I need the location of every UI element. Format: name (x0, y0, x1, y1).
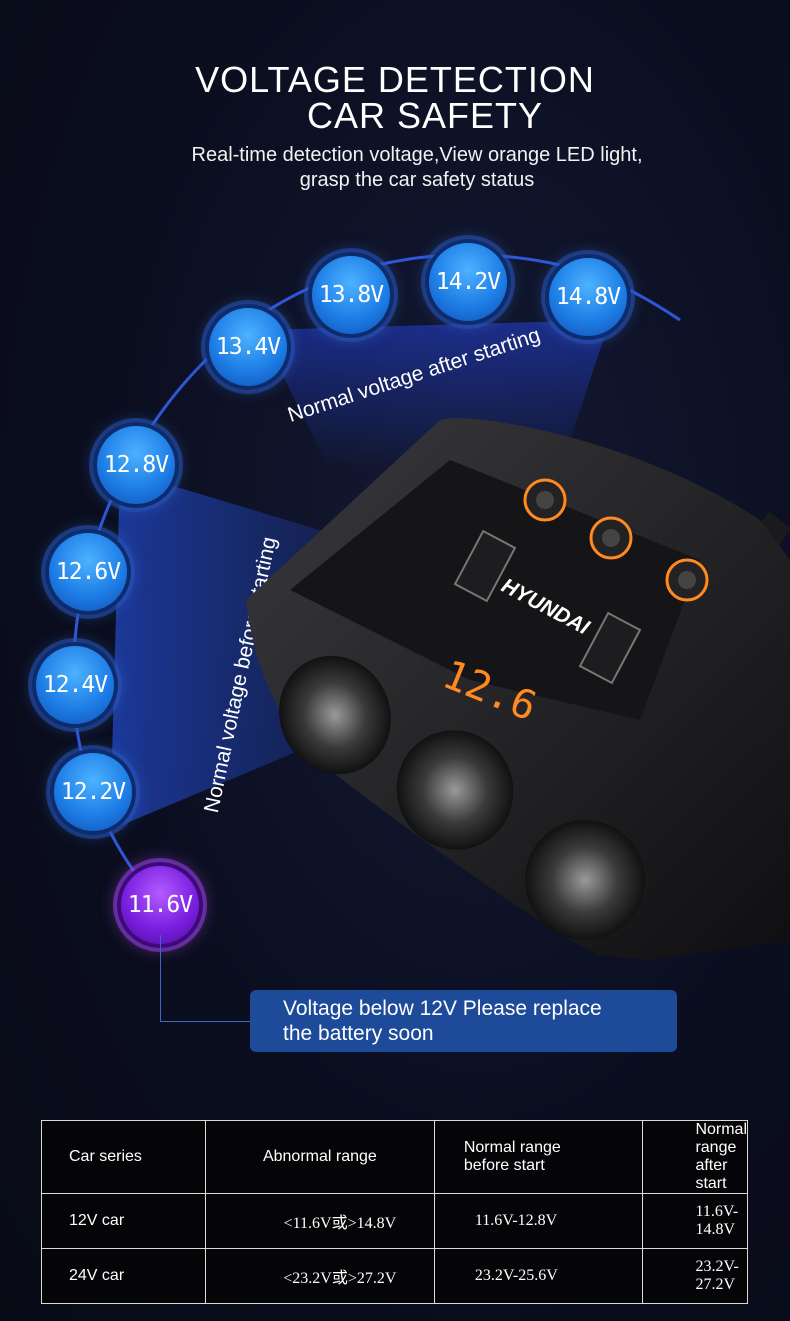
cell-car-series: 24V car (41, 1248, 206, 1304)
header-normal-before-l1: Normal range (463, 1139, 561, 1156)
warning-connector-h (160, 1021, 250, 1022)
switch-1 (523, 478, 567, 522)
cell-abnormal: <11.6V或>14.8V (204, 1193, 435, 1249)
warning-connector (160, 935, 161, 1022)
voltage-bubble-12-6: 12.6V (49, 533, 127, 611)
warning-line-2: the battery soon (283, 1022, 434, 1045)
voltage-bubble-12-4: 12.4V (36, 646, 114, 724)
table-header-row: Car series Abnormal range Normal range b… (41, 1120, 748, 1194)
voltage-bubble-13-8: 13.8V (312, 256, 390, 334)
header-normal-after-l2: after start (695, 1157, 728, 1192)
voltage-bubble-14-8: 14.8V (549, 258, 627, 336)
subtitle-line-2: grasp the car safety status (299, 169, 535, 191)
usb-port-2 (578, 611, 642, 685)
voltage-bubble-12-2: 12.2V (54, 753, 132, 831)
table-row: 12V car <11.6V或>14.8V 11.6V-12.8V 11.6V-… (41, 1193, 748, 1249)
usb-port-1 (453, 529, 517, 603)
cell-normal-after: 11.6V-14.8V (642, 1193, 748, 1249)
voltage-bubble-14-2: 14.2V (429, 243, 507, 321)
gauge-curve (71, 253, 681, 906)
voltage-bubble-11-6-warning: 11.6V (121, 866, 199, 944)
switch-3 (665, 558, 709, 602)
cell-abnormal: <23.2V或>27.2V (204, 1248, 435, 1304)
voltage-bubble-13-4: 13.4V (209, 308, 287, 386)
switch-2 (589, 516, 633, 560)
header-car-series: Car series (41, 1120, 206, 1194)
table-row: 24V car <23.2V或>27.2V 23.2V-25.6V 23.2V-… (41, 1248, 748, 1304)
voltage-range-table: Car series Abnormal range Normal range b… (41, 1120, 748, 1304)
title-line-1: VOLTAGE DETECTION (195, 59, 595, 100)
socket-2 (396, 730, 514, 850)
cell-car-series: 12V car (41, 1193, 206, 1249)
warning-line-1: Voltage below 12V Please replace (283, 997, 602, 1020)
header-normal-after-l1: Normal range (695, 1121, 747, 1156)
subtitle-line-1: Real-time detection voltage,View orange … (191, 144, 643, 166)
header-normal-before: Normal range before start (433, 1120, 644, 1194)
header-normal-before-l2: before start (463, 1157, 545, 1174)
battery-warning-box: Voltage below 12V Please replace the bat… (250, 990, 677, 1052)
header-normal-after: Normal range after start (642, 1120, 748, 1194)
cell-normal-after: 23.2V-27.2V (642, 1248, 748, 1304)
cell-normal-before: 23.2V-25.6V (433, 1248, 644, 1304)
socket-1 (279, 655, 391, 775)
title-line-2: CAR SAFETY (306, 95, 544, 136)
cell-normal-before: 11.6V-12.8V (433, 1193, 644, 1249)
socket-3 (525, 820, 645, 940)
header-abnormal-range: Abnormal range (204, 1120, 435, 1194)
voltage-bubble-12-8: 12.8V (97, 426, 175, 504)
